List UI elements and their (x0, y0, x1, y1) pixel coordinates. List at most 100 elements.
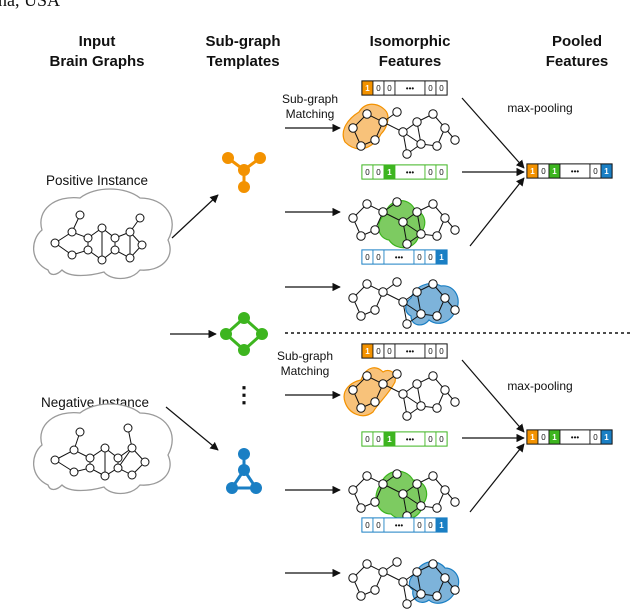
graph-node (378, 117, 388, 127)
graph-node (428, 371, 438, 381)
vector-cell-value: 1 (552, 433, 557, 442)
graph-node (450, 497, 460, 507)
vector-cell (600, 163, 613, 179)
graph-node (356, 403, 366, 413)
vector-cell-value: 1 (365, 84, 370, 93)
matched-graphs (342, 103, 460, 609)
vector-cell (435, 249, 448, 265)
graph-node (398, 217, 408, 227)
graph-node (412, 117, 422, 127)
graph-node (362, 199, 372, 209)
vector-cell-value: 0 (428, 347, 433, 356)
vector-cell-value: 0 (428, 168, 433, 177)
vector-cell-value: ••• (571, 167, 580, 176)
vector-cell-value: ••• (395, 521, 404, 530)
vector-cell-value: 0 (593, 167, 598, 176)
graph-node (450, 135, 460, 145)
vector-cell-value: 0 (428, 253, 433, 262)
matching-bottom-line1: Sub-graph (277, 349, 333, 363)
graph-node (402, 239, 412, 249)
matching-top-line2: Matching (286, 107, 335, 121)
graph-node (356, 231, 366, 241)
graph-node (392, 557, 402, 567)
header-templates-line2: Templates (206, 53, 279, 70)
vector-cell-value: 1 (387, 435, 392, 444)
template-green (220, 312, 268, 356)
graph-node (416, 139, 426, 149)
graph-node (428, 471, 438, 481)
graph-node (362, 559, 372, 569)
vector-cell-value: 0 (428, 435, 433, 444)
vector-cell-value: ••• (406, 168, 415, 177)
vector-cell-value: 0 (541, 167, 546, 176)
vector-cell (600, 429, 613, 445)
graph-node (356, 503, 366, 513)
positive-instance-label: Positive Instance (46, 173, 148, 188)
maxpool-bottom-label: max-pooling (507, 379, 572, 393)
arrow-pool-top-3 (469, 177, 525, 247)
vector-cell-value: ••• (406, 84, 415, 93)
vector-cell-value: 1 (530, 433, 535, 442)
graph-node (432, 503, 442, 513)
graph-node (370, 397, 380, 407)
header-input-line1: Input (79, 33, 116, 50)
graph-node (450, 585, 460, 595)
vector-cell-value: 0 (365, 435, 370, 444)
negative-brain-graph (33, 403, 173, 495)
arrow-pool-bottom-3 (469, 443, 525, 513)
graph-node (412, 379, 422, 389)
vector-cell-value: 0 (376, 168, 381, 177)
graph-node (370, 497, 380, 507)
header-isomorphic: Isomorphic Features (370, 33, 451, 70)
matching-top-line1: Sub-graph (282, 92, 338, 106)
header-templates-line1: Sub-graph (206, 33, 281, 50)
graph-node (378, 567, 388, 577)
arrow-pool-bottom-1 (461, 359, 525, 433)
graph-node (356, 141, 366, 151)
vector-cell-value: 0 (417, 253, 422, 262)
vector-cell-value: 0 (593, 433, 598, 442)
graph-node (440, 213, 450, 223)
graph-node (416, 229, 426, 239)
partial-top-text: na, USA (0, 0, 60, 10)
graph-blue-match-positive (348, 277, 460, 329)
graph-green-match-negative (348, 469, 460, 521)
vector-cell (435, 80, 448, 96)
graph-node (370, 585, 380, 595)
vector-cell-value: ••• (395, 253, 404, 262)
graph-node (348, 385, 358, 395)
graph-node (378, 287, 388, 297)
graph-node (450, 397, 460, 407)
graph-node (398, 489, 408, 499)
graph-node (348, 213, 358, 223)
graph-node (432, 403, 442, 413)
graph-node (402, 599, 412, 609)
header-isomorphic-line1: Isomorphic (370, 33, 451, 50)
graph-node (378, 207, 388, 217)
graph-node (362, 471, 372, 481)
vector-cell-value: 0 (439, 168, 444, 177)
arrow-pool-top-1 (461, 97, 525, 169)
vector-cell-value: 0 (365, 253, 370, 262)
graph-node (348, 573, 358, 583)
graph-node (398, 577, 408, 587)
arrow-negative-to-templates (165, 406, 219, 451)
graph-node (450, 305, 460, 315)
vector-cell (435, 164, 448, 180)
graph-node (348, 123, 358, 133)
graph-node (392, 197, 402, 207)
graph-node (392, 277, 402, 287)
vector-cell-value: 0 (417, 521, 422, 530)
graph-node (362, 279, 372, 289)
graph-node (440, 293, 450, 303)
vector-cell-value: 0 (387, 84, 392, 93)
vector-cell-value: 0 (439, 435, 444, 444)
vector-cell-value: ••• (406, 435, 415, 444)
graph-node (440, 385, 450, 395)
graph-node (398, 389, 408, 399)
